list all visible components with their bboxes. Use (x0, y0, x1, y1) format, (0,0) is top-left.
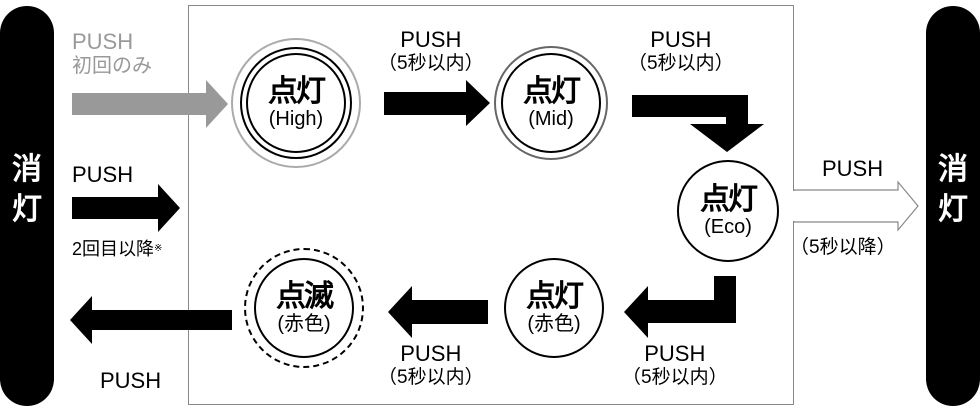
entry-repeat-label: PUSH (72, 163, 133, 187)
node-red-blink: 点滅 (赤色) (254, 258, 354, 358)
entry-repeat-arrow (72, 184, 180, 232)
transition-label-1: PUSH （5秒以内） (378, 28, 484, 76)
node-state: 点灯 (700, 182, 758, 217)
off-label-right-char: 消灯 (938, 152, 968, 227)
node-mid: 点灯 (Mid) (501, 53, 601, 153)
off-state-label-left: 消灯 (0, 150, 54, 230)
off-state-label-right: 消灯 (926, 150, 980, 230)
exit-right-push: PUSH (822, 156, 884, 181)
exit-left-arrow (70, 296, 232, 344)
exit-left-label: PUSH (100, 368, 162, 393)
arrow-red-to-blink (388, 286, 488, 338)
transition-condition: （5秒以内） (628, 53, 734, 74)
node-mode: (Eco) (704, 216, 752, 238)
transition-label-2: PUSH （5秒以内） (628, 28, 734, 76)
arrow-high-to-mid (384, 80, 490, 126)
node-mode: (赤色) (277, 313, 331, 335)
node-high-outer-ring (231, 38, 361, 168)
node-state: 点灯 (523, 74, 581, 109)
node-mode: (赤色) (527, 313, 581, 335)
transition-push: PUSH (644, 341, 706, 366)
exit-right-arrow (793, 180, 919, 232)
off-state-bar-left (0, 6, 54, 406)
transition-push: PUSH (650, 27, 712, 52)
entry-first-push: PUSH (72, 29, 134, 54)
arrow-mid-to-eco (632, 95, 764, 152)
node-red-on: 点灯 (赤色) (504, 258, 604, 358)
off-state-bar-right (926, 6, 980, 406)
entry-first-arrow (72, 80, 228, 128)
node-high-mid-ring (240, 47, 352, 159)
footnote-mark: ※ (154, 243, 163, 254)
entry-first-label: PUSH 初回のみ (72, 30, 152, 78)
node-state: 点灯 (526, 279, 584, 314)
frame-gap (792, 191, 798, 221)
exit-right-condition: （5秒以降） (790, 237, 896, 258)
entry-repeat-note: 2回目以降※ (72, 237, 162, 261)
node-eco: 点灯 (Eco) (677, 160, 779, 262)
entry-repeat-note-text: 2回目以降 (72, 239, 155, 259)
transition-condition: （5秒以内） (378, 53, 484, 74)
node-mode: (Mid) (528, 108, 574, 130)
node-high: 点灯 (High) (246, 53, 346, 153)
entry-first-note: 初回のみ (72, 55, 152, 77)
transition-condition: （5秒以内） (622, 367, 728, 388)
node-state: 点灯 (268, 74, 326, 109)
transition-push: PUSH (400, 341, 462, 366)
transition-push: PUSH (400, 27, 462, 52)
node-state: 点滅 (276, 279, 334, 314)
entry-repeat-push: PUSH (72, 162, 134, 187)
arrow-eco-to-red (624, 276, 736, 338)
transition-label-3: PUSH （5秒以内） (622, 342, 728, 390)
off-label-left-char: 消灯 (12, 152, 42, 227)
node-mid-outer-ring (494, 46, 608, 160)
node-blink-dashed-ring (244, 248, 364, 368)
node-mode: (High) (268, 108, 324, 130)
transition-condition: （5秒以内） (378, 367, 484, 388)
transition-label-4: PUSH （5秒以内） (378, 342, 484, 390)
